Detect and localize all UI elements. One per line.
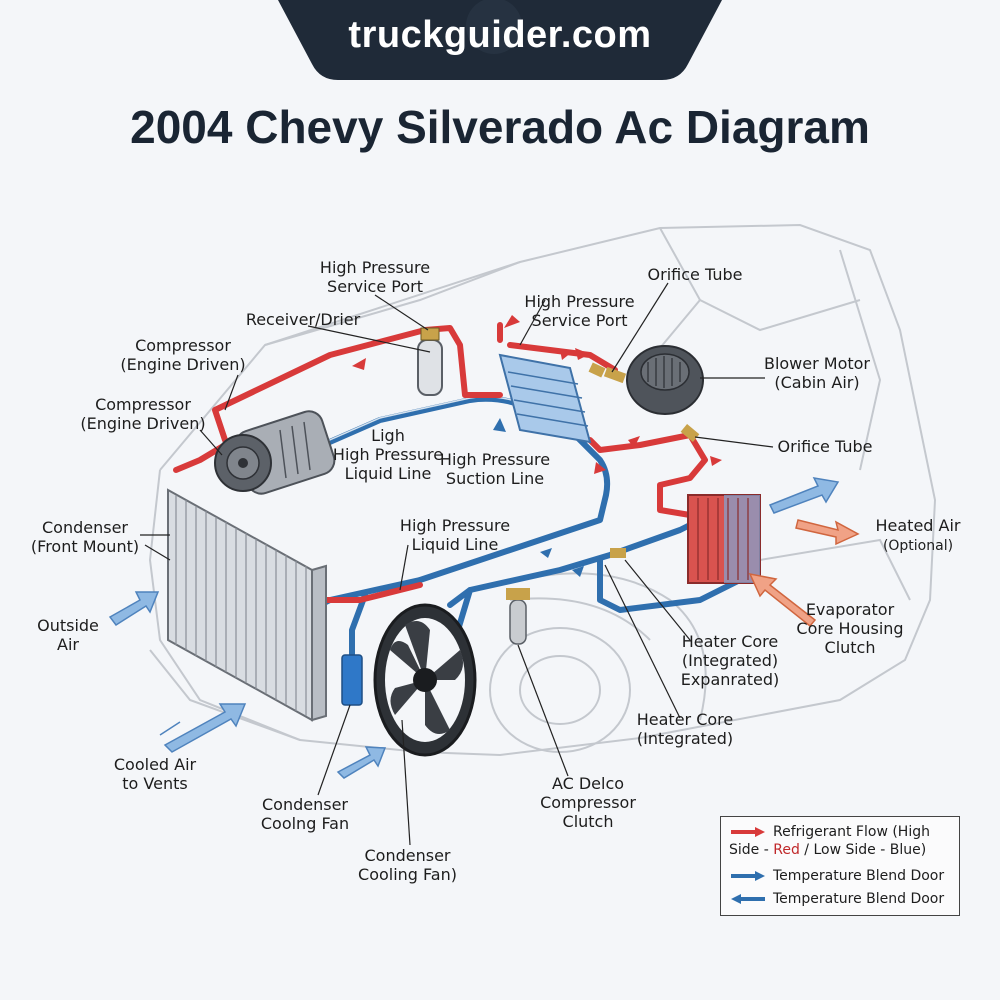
label-high-pressure-suction-line: High Pressure Suction Line: [439, 450, 551, 488]
label-blower-motor: Blower Motor (Cabin Air): [763, 354, 871, 392]
label-receiver-drier: Receiver/Drier: [245, 310, 361, 329]
label-orifice-tube-top: Orifice Tube: [647, 265, 743, 284]
blue-flow-arrows: [493, 418, 584, 577]
label-heated-air-sub: (Optional): [882, 538, 954, 554]
label-evaporator-core: Evaporator Core Housing Clutch: [796, 600, 904, 657]
label-high-pressure-service-port-top: High Pressure Service Port: [319, 258, 431, 296]
legend-refrigerant-line2-b: / Low Side - Blue): [799, 842, 927, 858]
compressor: [214, 410, 336, 495]
label-cooled-air: Cooled Air to Vents: [113, 755, 197, 793]
legend-refrigerant-line2-a: Side -: [729, 842, 774, 858]
label-high-pressure-liquid-line: High Pressure Liquid Line: [399, 516, 511, 554]
label-compressor-2: Compressor (Engine Driven): [80, 395, 206, 433]
cooling-fan: [373, 603, 477, 757]
label-ac-delco: AC Delco Compressor Clutch: [540, 774, 636, 831]
low-side-lines: [297, 395, 743, 663]
banner-shape: [278, 0, 722, 80]
truck-outline: [148, 223, 937, 757]
label-condenser-fan-1: Condenser Coolng Fan: [260, 795, 350, 833]
fittings: [341, 362, 700, 706]
label-high-pressure-service-port-mid: High Pressure Service Port: [524, 292, 635, 330]
site-banner: truckguider.com: [278, 0, 722, 80]
blue-arrow-left-icon: [731, 894, 765, 904]
label-ligh-liquid-line: Ligh High Pressure Liquid Line: [332, 426, 444, 483]
label-heater-core-expanrated: Heater Core (Integrated) Expanrated): [680, 632, 780, 689]
label-condenser-fan-2: Condenser Cooling Fan): [358, 846, 457, 884]
legend: Refrigerant Flow (High Side - Red / Low …: [720, 816, 960, 916]
heater-core: [687, 494, 761, 584]
condenser: [167, 488, 327, 722]
blower-motor: [626, 345, 704, 415]
page-title: 2004 Chevy Silverado Ac Diagram: [130, 101, 870, 153]
label-compressor-1: Compressor (Engine Driven): [120, 336, 246, 374]
legend-temp-blend-2-text: Temperature Blend Door: [773, 891, 945, 907]
legend-refrigerant-line1: Refrigerant Flow (High: [773, 824, 930, 840]
evaporator-core: [498, 353, 627, 444]
label-outside-air: Outside Air: [37, 616, 99, 654]
legend-temp-blend-1-text: Temperature Blend Door: [773, 868, 945, 884]
red-flow-arrows: [352, 315, 722, 474]
blue-arrow-right-icon: [731, 871, 765, 881]
receiver-drier: [417, 327, 443, 396]
leader-lines: [140, 282, 774, 846]
label-heated-air: Heated Air: [875, 516, 961, 535]
label-condenser-front: Condenser (Front Mount): [30, 518, 140, 556]
legend-red-word: Red: [773, 842, 800, 858]
label-heater-core-integrated: Heater Core (Integrated): [636, 710, 734, 748]
red-arrow-icon: [731, 827, 765, 837]
label-orifice-tube-right: Orifice Tube: [777, 437, 873, 456]
site-name[interactable]: truckguider.com: [348, 14, 652, 56]
air-arrows: [108, 477, 860, 779]
